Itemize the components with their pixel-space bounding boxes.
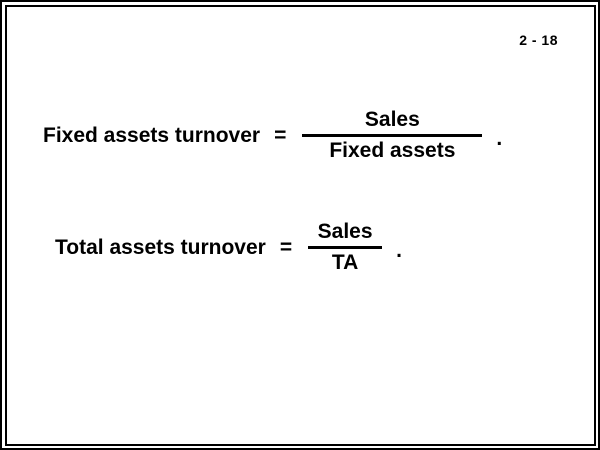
slide-number: 2 - 18 bbox=[519, 32, 558, 48]
equation-trailing-period: . bbox=[396, 238, 402, 262]
fraction-bar bbox=[302, 133, 483, 137]
equation-label-fixed-assets-turnover: Fixed assets turnover bbox=[43, 123, 261, 147]
equation-total-assets-turnover: Total assets turnover = Sales TA . bbox=[55, 220, 402, 274]
equals-sign: = bbox=[279, 235, 293, 259]
fraction-bar bbox=[308, 245, 383, 249]
fraction-denominator: TA bbox=[331, 250, 359, 274]
fraction-numerator: Sales bbox=[364, 108, 420, 131]
fraction-sales-over-fixed-assets: Sales Fixed assets bbox=[302, 108, 483, 162]
fraction-numerator: Sales bbox=[317, 220, 373, 243]
equation-label-total-assets-turnover: Total assets turnover bbox=[55, 235, 266, 259]
fraction-sales-over-ta: Sales TA bbox=[308, 220, 383, 274]
equation-trailing-period: . bbox=[496, 126, 503, 150]
equals-sign: = bbox=[274, 123, 287, 147]
fraction-denominator: Fixed assets bbox=[329, 138, 456, 162]
slide-border-frame: 2 - 18 Fixed assets turnover = Sales Fix… bbox=[5, 5, 596, 446]
equation-fixed-assets-turnover: Fixed assets turnover = Sales Fixed asse… bbox=[43, 108, 502, 162]
